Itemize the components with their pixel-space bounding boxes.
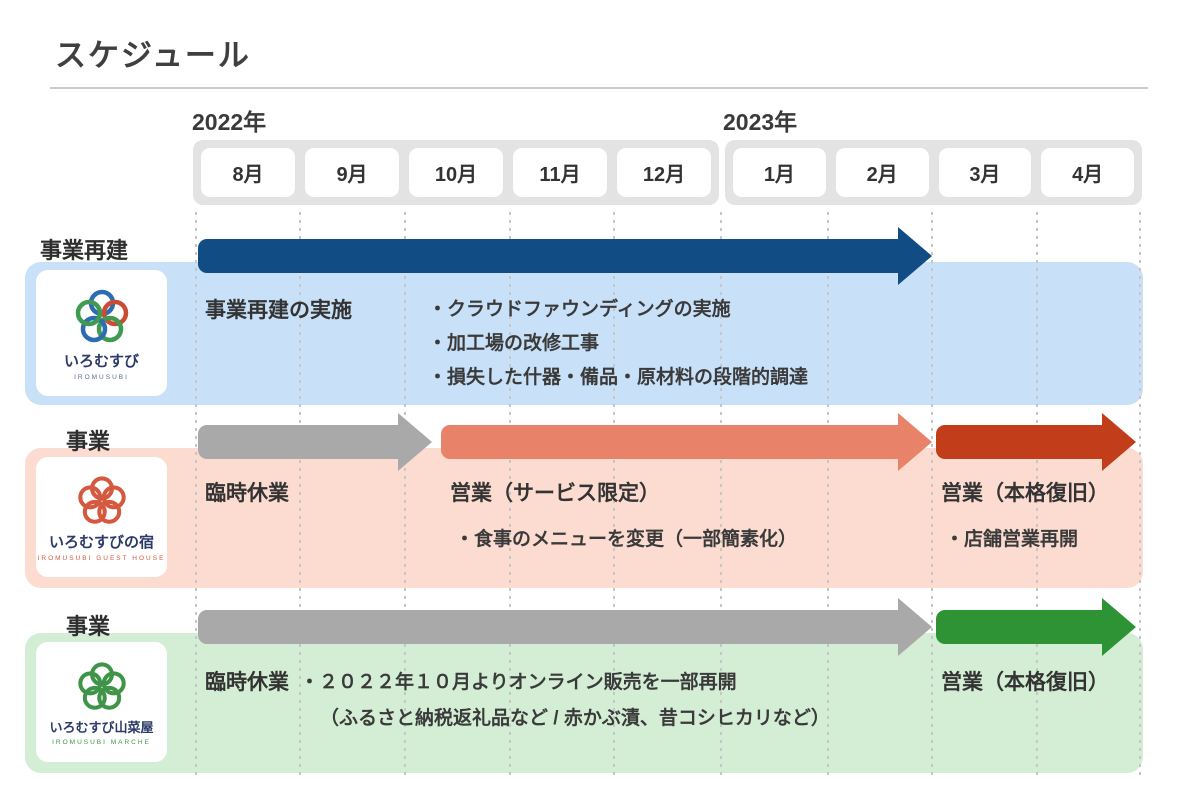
row3-phase-closure: 臨時休業 <box>205 671 289 694</box>
row3-logo-subtitle: IROMUSUBI MARCHE <box>52 738 151 746</box>
row3-closure-arrow <box>198 598 932 656</box>
month-cell-nov: 11月 <box>513 148 607 197</box>
month-cell-aug: 8月 <box>201 148 295 197</box>
row2-logo-subtitle: IROMUSUBI GUEST HOUSE <box>37 554 166 562</box>
row2-phase-limited: 営業（サービス限定） <box>450 482 660 505</box>
row2-bullet-reopen: ・店舗営業再開 <box>945 529 1079 550</box>
gridline <box>509 212 511 778</box>
row2-full-recovery-arrow <box>936 413 1136 471</box>
row1-reconstruction-arrow <box>198 227 932 285</box>
row1-logo-name: いろむすび <box>63 352 139 370</box>
row2-band <box>25 448 1143 588</box>
month-cell-jan: 1月 <box>733 148 826 197</box>
gridline <box>931 212 933 778</box>
page-title: スケジュール <box>55 38 251 73</box>
row2-logo-name: いろむすびの宿 <box>48 533 154 551</box>
row1-bullet-renovation: ・加工場の改修工事 <box>428 333 600 354</box>
month-cell-feb: 2月 <box>835 148 929 197</box>
gridline <box>1139 212 1141 778</box>
guesthouse-knot-icon <box>77 475 126 524</box>
month-cell-sep: 9月 <box>305 148 399 197</box>
row1-bullet-crowdfunding: ・クラウドファウンディングの実施 <box>428 299 731 320</box>
row2-phase-recovery: 営業（本格復旧） <box>941 482 1109 505</box>
row3-label: 事業 <box>66 614 111 639</box>
row3-phase-recovery: 営業（本格復旧） <box>941 671 1109 694</box>
month-cell-mar: 3月 <box>938 148 1032 197</box>
year-label-2023: 2023年 <box>723 109 798 135</box>
row2-bullet-menu: ・食事のメニューを変更（一部簡素化） <box>455 529 798 550</box>
row3-full-recovery-arrow <box>936 598 1136 656</box>
gridline <box>404 212 406 778</box>
gridline <box>827 212 829 778</box>
row3-note-products: （ふるさと納税返礼品など / 赤かぶ漬、昔コシヒカリなど） <box>320 708 830 729</box>
row3-logo-card: いろむすび山菜屋 IROMUSUBI MARCHE <box>36 642 167 762</box>
title-divider <box>50 87 1148 89</box>
gridline <box>720 212 722 778</box>
month-bar-2023: 1月 2月 3月 4月 <box>725 140 1142 205</box>
month-bar-2022: 8月 9月 10月 11月 12月 <box>193 140 719 205</box>
row2-closure-arrow <box>198 413 432 471</box>
month-cell-dec: 12月 <box>617 148 711 197</box>
row2-phase-closure: 臨時休業 <box>205 482 289 505</box>
month-cell-oct: 10月 <box>409 148 503 197</box>
gridline <box>195 212 197 778</box>
row1-logo-card: いろむすび IROMUSUBI <box>36 270 167 396</box>
row1-bullet-procurement: ・損失した什器・備品・原材料の段階的調達 <box>428 367 809 388</box>
row1-phase-title: 事業再建の実施 <box>205 299 352 322</box>
marche-knot-icon <box>77 661 126 710</box>
row3-note-online-sales: ・２０２２年１０月よりオンライン販売を一部再開 <box>300 672 737 693</box>
row1-logo-subtitle: IROMUSUBI <box>74 373 129 381</box>
row1-label: 事業再建 <box>40 238 129 263</box>
row3-logo-name: いろむすび山菜屋 <box>49 719 154 735</box>
row3-band <box>25 633 1143 773</box>
year-label-2022: 2022年 <box>192 109 267 135</box>
gridline <box>613 212 615 778</box>
row2-label: 事業 <box>66 429 111 454</box>
iromusubi-knot-icon <box>75 289 128 342</box>
gridline <box>299 212 301 778</box>
row2-logo-card: いろむすびの宿 IROMUSUBI GUEST HOUSE <box>36 457 167 577</box>
gridline <box>1036 212 1038 778</box>
row1-band <box>25 262 1143 405</box>
month-cell-apr: 4月 <box>1041 148 1134 197</box>
row2-limited-service-arrow <box>441 413 932 471</box>
